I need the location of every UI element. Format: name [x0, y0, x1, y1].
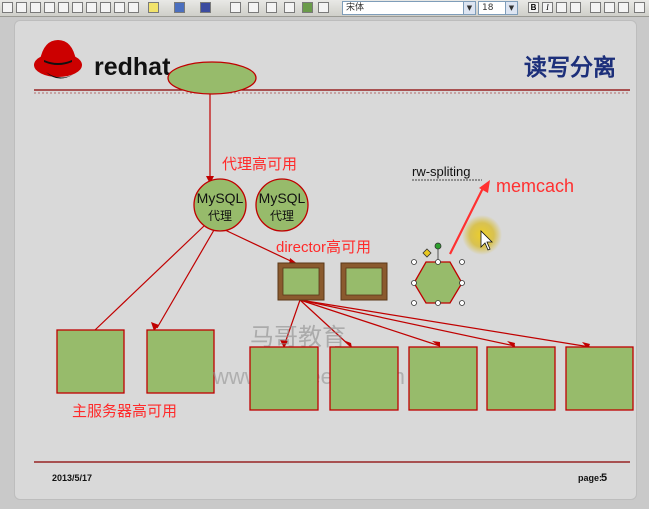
resize-handle[interactable] [435, 300, 441, 306]
footer-date: 2013/5/17 [52, 473, 92, 483]
mysql-proxy-node[interactable]: MySQL 代理 [255, 178, 309, 232]
font-color-icon[interactable] [200, 2, 211, 13]
redhat-logo: redhat [34, 40, 171, 81]
paste-icon[interactable] [114, 2, 125, 13]
more-icon[interactable] [634, 2, 645, 13]
slave-server-node[interactable] [486, 346, 556, 411]
memcache-hexagon[interactable] [413, 261, 463, 304]
slave-server-node[interactable] [408, 346, 478, 411]
shadowman-icon [34, 40, 82, 79]
new-icon[interactable] [2, 2, 13, 13]
director-node[interactable] [277, 262, 325, 301]
3d-icon[interactable] [302, 2, 313, 13]
connector-line [299, 299, 591, 348]
font-name-select[interactable]: 宋体 ▼ [342, 1, 476, 15]
slave-server-node[interactable] [249, 346, 319, 411]
resize-handle[interactable] [435, 259, 441, 265]
arrow-style-icon[interactable] [266, 2, 277, 13]
cut-icon[interactable] [86, 2, 97, 13]
underline-icon[interactable] [556, 2, 567, 13]
resize-handle[interactable] [411, 280, 417, 286]
rw-spliting-label: rw-spliting [412, 164, 471, 179]
dash-style-icon[interactable] [248, 2, 259, 13]
connector-line [299, 299, 516, 347]
fill-color-icon[interactable] [148, 2, 159, 13]
arrowhead [343, 340, 352, 348]
node-label: 代理 [208, 209, 232, 223]
slide-title: 读写分离 [524, 54, 616, 80]
align-right-icon[interactable] [618, 2, 629, 13]
connector-line [299, 299, 351, 347]
connector-lines [94, 92, 591, 348]
font-size-value: 18 [482, 3, 494, 13]
node-label: MySQL [259, 190, 306, 206]
line-color-icon[interactable] [174, 2, 185, 13]
slide-canvas [14, 20, 637, 500]
client-ellipse[interactable] [167, 61, 257, 95]
adjust-handle[interactable] [422, 248, 432, 258]
align-center-icon[interactable] [604, 2, 615, 13]
arrowhead [206, 176, 214, 184]
arrowhead [507, 341, 515, 348]
footer-page-label: page: [578, 473, 602, 483]
resize-handle[interactable] [459, 280, 465, 286]
preview-icon[interactable] [58, 2, 69, 13]
annotation-arrow [449, 185, 485, 255]
connector-line [156, 229, 215, 329]
rectangle-icon[interactable] [318, 2, 329, 13]
director-ha-label: director高可用 [276, 239, 371, 256]
spell-icon[interactable] [72, 2, 83, 13]
chevron-down-icon[interactable]: ▼ [505, 2, 517, 14]
save-icon[interactable] [30, 2, 41, 13]
print-icon[interactable] [44, 2, 55, 13]
resize-handle[interactable] [411, 259, 417, 265]
connector-line [224, 229, 298, 265]
director-node[interactable] [340, 262, 388, 301]
font-size-select[interactable]: 18 ▼ [478, 1, 518, 15]
shadow-icon[interactable] [284, 2, 295, 13]
line-style-icon[interactable] [230, 2, 241, 13]
italic-button[interactable]: I [542, 2, 553, 13]
arrowhead [280, 340, 288, 348]
copy-icon[interactable] [100, 2, 111, 13]
shadow-text-icon[interactable] [570, 2, 581, 13]
mouse-cursor-icon [480, 230, 493, 251]
memcach-label: memcach [496, 176, 574, 196]
align-left-icon[interactable] [590, 2, 601, 13]
formatting-toolbar: 宋体 ▼ 18 ▼ B I [0, 0, 649, 17]
logo-text: redhat [94, 53, 171, 81]
connector-line [299, 299, 441, 347]
master-server-node[interactable] [56, 329, 125, 394]
master-server-node[interactable] [146, 329, 215, 394]
resize-handle[interactable] [411, 300, 417, 306]
selection-handles[interactable] [411, 242, 465, 306]
node-label: MySQL [197, 190, 244, 206]
node-label: 代理 [270, 209, 294, 223]
slave-server-node[interactable] [565, 346, 634, 411]
resize-handle[interactable] [459, 300, 465, 306]
arrowhead [479, 180, 490, 193]
mysql-proxy-node[interactable]: MySQL 代理 [193, 178, 247, 232]
chevron-down-icon[interactable]: ▼ [463, 2, 475, 14]
arrowhead [151, 322, 159, 331]
connector-line [94, 225, 205, 331]
bold-button[interactable]: B [528, 2, 539, 13]
open-icon[interactable] [16, 2, 27, 13]
slave-server-node[interactable] [329, 346, 399, 411]
connector-line [283, 299, 301, 347]
font-name-value: 宋体 [346, 3, 365, 13]
master-ha-label: 主服务器高可用 [72, 403, 177, 420]
footer-page-number: 5 [601, 472, 607, 484]
arrowhead [432, 341, 440, 347]
resize-handle[interactable] [459, 259, 465, 265]
undo-icon[interactable] [128, 2, 139, 13]
rotate-handle[interactable] [434, 242, 442, 250]
proxy-ha-label: 代理高可用 [222, 156, 297, 173]
